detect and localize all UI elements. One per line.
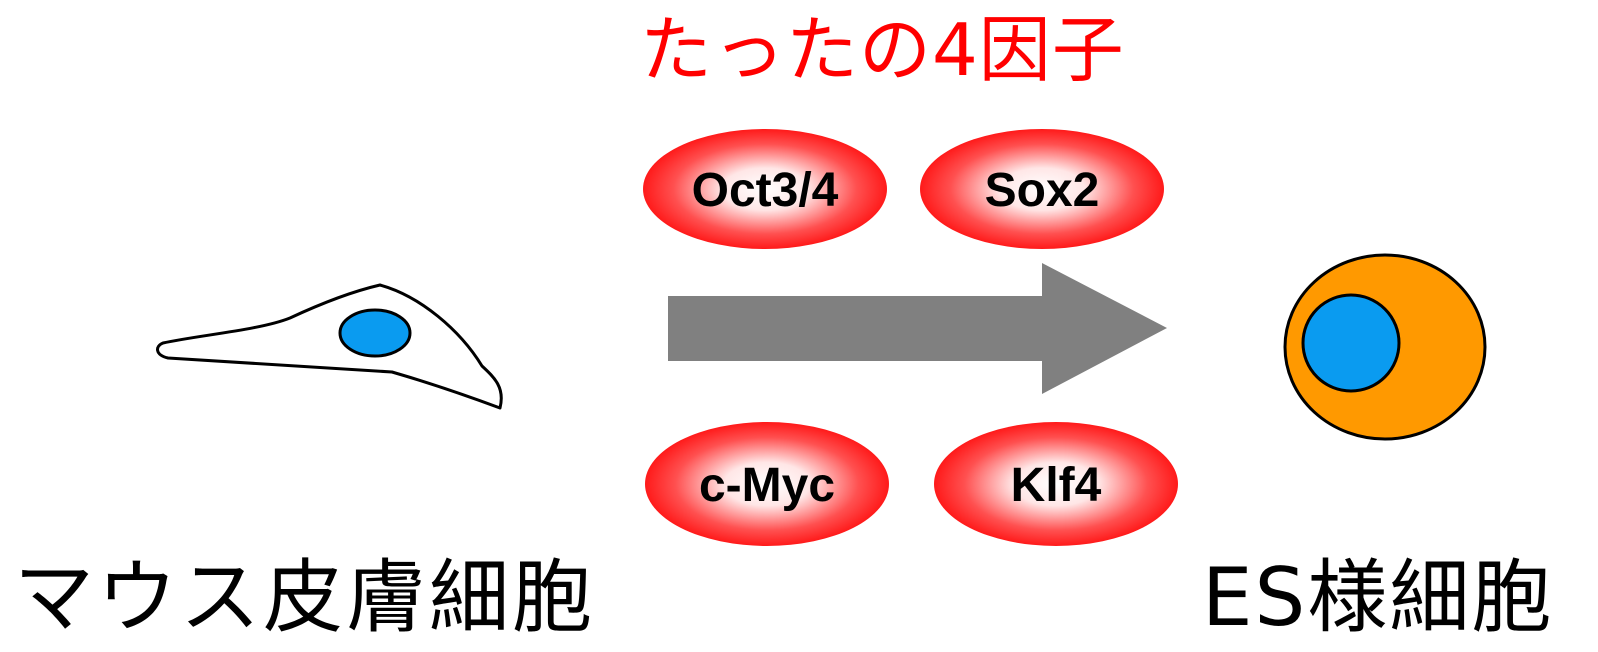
- factor-cmyc-ellipse: [645, 422, 889, 546]
- skin-cell: [156, 283, 503, 410]
- factor-sox2-label: Sox2: [985, 164, 1100, 217]
- reprogramming-arrow: [668, 263, 1167, 394]
- factor-sox2-ellipse: [920, 129, 1164, 249]
- factor-oct34: Oct3/4: [643, 129, 887, 249]
- es-cell: [1283, 253, 1487, 441]
- skin-cell-nucleus: [338, 308, 412, 358]
- source-cell-label: マウス皮膚細胞: [14, 551, 595, 644]
- factor-cmyc-label: c-Myc: [699, 459, 835, 512]
- factor-klf4: Klf4: [934, 422, 1178, 546]
- factor-oct34-ellipse: [643, 129, 887, 249]
- factor-oct34-label: Oct3/4: [692, 164, 839, 217]
- factor-klf4-label: Klf4: [1011, 459, 1102, 512]
- factor-klf4-ellipse: [934, 422, 1178, 546]
- factor-cmyc: c-Myc: [645, 422, 889, 546]
- skin-cell-body: [156, 283, 503, 410]
- diagram-title: たったの4因子: [640, 8, 1125, 92]
- factor-sox2: Sox2: [920, 129, 1164, 249]
- target-cell-label: ES様細胞: [1202, 551, 1554, 644]
- es-cell-nucleus: [1301, 293, 1401, 393]
